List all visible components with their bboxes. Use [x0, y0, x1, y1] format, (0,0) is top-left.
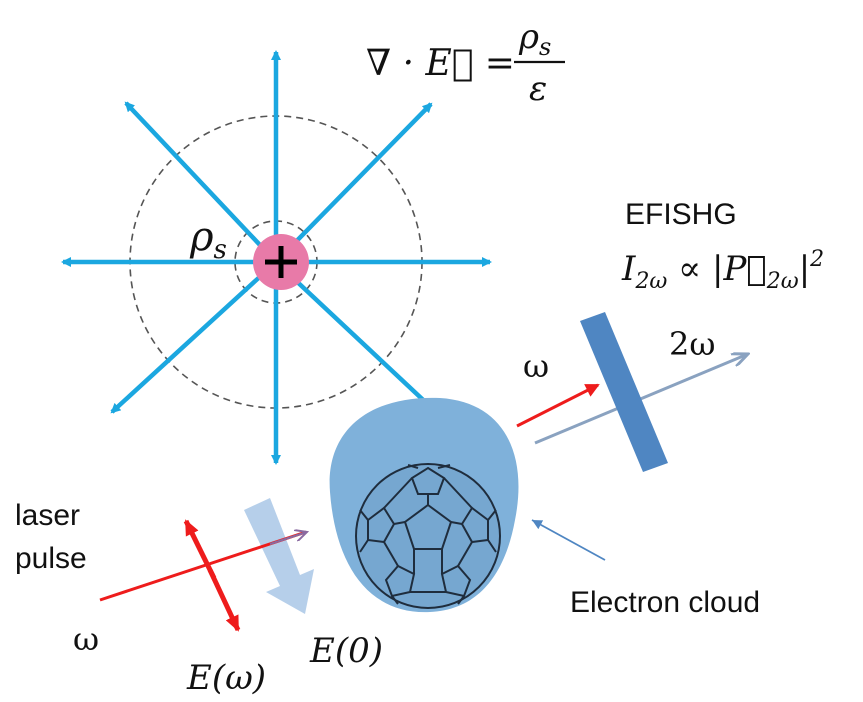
polarization-arrow-down	[207, 568, 241, 632]
omega-in-bottom-label: ω	[73, 620, 99, 658]
fullerene-pentagon-bottom-right	[440, 564, 472, 598]
fullerene-icon	[355, 463, 501, 609]
filter-bar	[580, 312, 668, 472]
fullerene-edge	[450, 521, 463, 525]
plus-sign-icon	[253, 234, 309, 290]
electron-cloud-label: Electron cloud	[570, 586, 760, 619]
harmonic-beam-out	[534, 354, 748, 445]
fullerene-edge	[457, 541, 473, 567]
omega-in-top-label: ω	[523, 347, 549, 385]
fullerene-edge	[393, 521, 406, 525]
e-omega-label: E(ω)	[186, 658, 266, 698]
charge-label: ρs	[189, 214, 227, 265]
efishg-title: EFISHG	[625, 198, 737, 231]
fullerene-pentagon-right	[460, 506, 489, 544]
fullerene-edge	[391, 595, 399, 605]
polarization-arrow	[183, 519, 217, 580]
e-zero-label: E(0)	[309, 631, 383, 671]
fullerene-edge	[437, 464, 451, 469]
fullerene-edge	[487, 539, 497, 553]
static-field-arrow	[244, 498, 314, 614]
fullerene-edge	[383, 477, 413, 509]
field-arrows	[61, 50, 492, 465]
field-arrow-down-right	[274, 260, 438, 414]
field-arrow-up-left	[124, 101, 278, 264]
fullerene-edge	[443, 477, 473, 509]
fundamental-beam-out	[516, 383, 600, 428]
fullerene-edge	[457, 595, 465, 605]
fullerene-outline	[355, 463, 501, 609]
laser-label-line1: laser	[15, 499, 80, 532]
laser-label-line2: pulse	[15, 542, 87, 575]
fullerene-pentagon-left	[367, 506, 396, 544]
laser-beam-in-continuation	[269, 532, 307, 545]
gauss-law-denominator: ε	[529, 69, 547, 109]
fullerene-pentagon-bottom-left	[384, 564, 416, 598]
gauss-law-lhs: ∇ · E⃗ =	[366, 43, 515, 84]
fullerene-edge	[407, 464, 419, 469]
fullerene-edge	[383, 541, 399, 567]
fullerene-edge	[487, 509, 497, 521]
electron-cloud-pointer	[531, 519, 606, 561]
efishg-formula: I2ω ∝ |P⃗2ω|2	[621, 247, 824, 294]
field-arrow-down-left	[110, 260, 278, 414]
two-omega-label: 2ω	[669, 325, 715, 363]
fullerene-edge	[359, 539, 369, 553]
gauss-law-numerator: ρs	[518, 17, 551, 61]
fullerene-edge	[359, 509, 369, 521]
fullerene-pentagon-center	[403, 503, 453, 550]
field-arrow-up-right	[274, 102, 433, 264]
